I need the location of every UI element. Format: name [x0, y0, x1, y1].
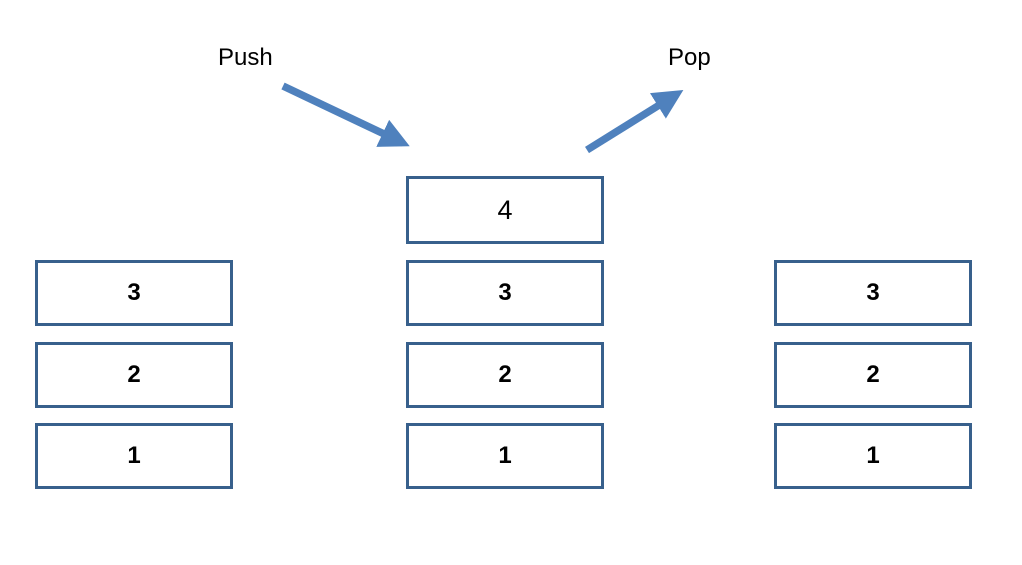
right-stack-box-1: 1: [774, 423, 972, 489]
push-label: Push: [218, 44, 273, 71]
middle-stack-box-1: 1: [406, 423, 604, 489]
middle-stack-box-4: 4: [406, 176, 604, 244]
middle-stack-box-2: 2: [406, 342, 604, 408]
left-stack-box-3-value: 3: [127, 279, 141, 306]
right-stack-box-3: 3: [774, 260, 972, 326]
push-arrow-icon: [281, 82, 410, 147]
pop-arrow-icon: [585, 90, 684, 154]
pop-label: Pop: [668, 44, 711, 71]
left-stack-box-2: 2: [35, 342, 233, 408]
left-stack-box-1: 1: [35, 423, 233, 489]
middle-stack-box-3-value: 3: [498, 279, 512, 306]
right-stack-box-2-value: 2: [866, 361, 880, 388]
left-stack-box-1-value: 1: [127, 442, 141, 469]
right-stack-box-1-value: 1: [866, 442, 880, 469]
middle-stack-box-3: 3: [406, 260, 604, 326]
right-stack-box-3-value: 3: [866, 279, 880, 306]
middle-stack-box-2-value: 2: [498, 361, 512, 388]
left-stack-box-2-value: 2: [127, 361, 141, 388]
left-stack-box-3: 3: [35, 260, 233, 326]
middle-stack-box-1-value: 1: [498, 442, 512, 469]
right-stack-box-2: 2: [774, 342, 972, 408]
middle-stack-box-4-value: 4: [497, 194, 513, 225]
